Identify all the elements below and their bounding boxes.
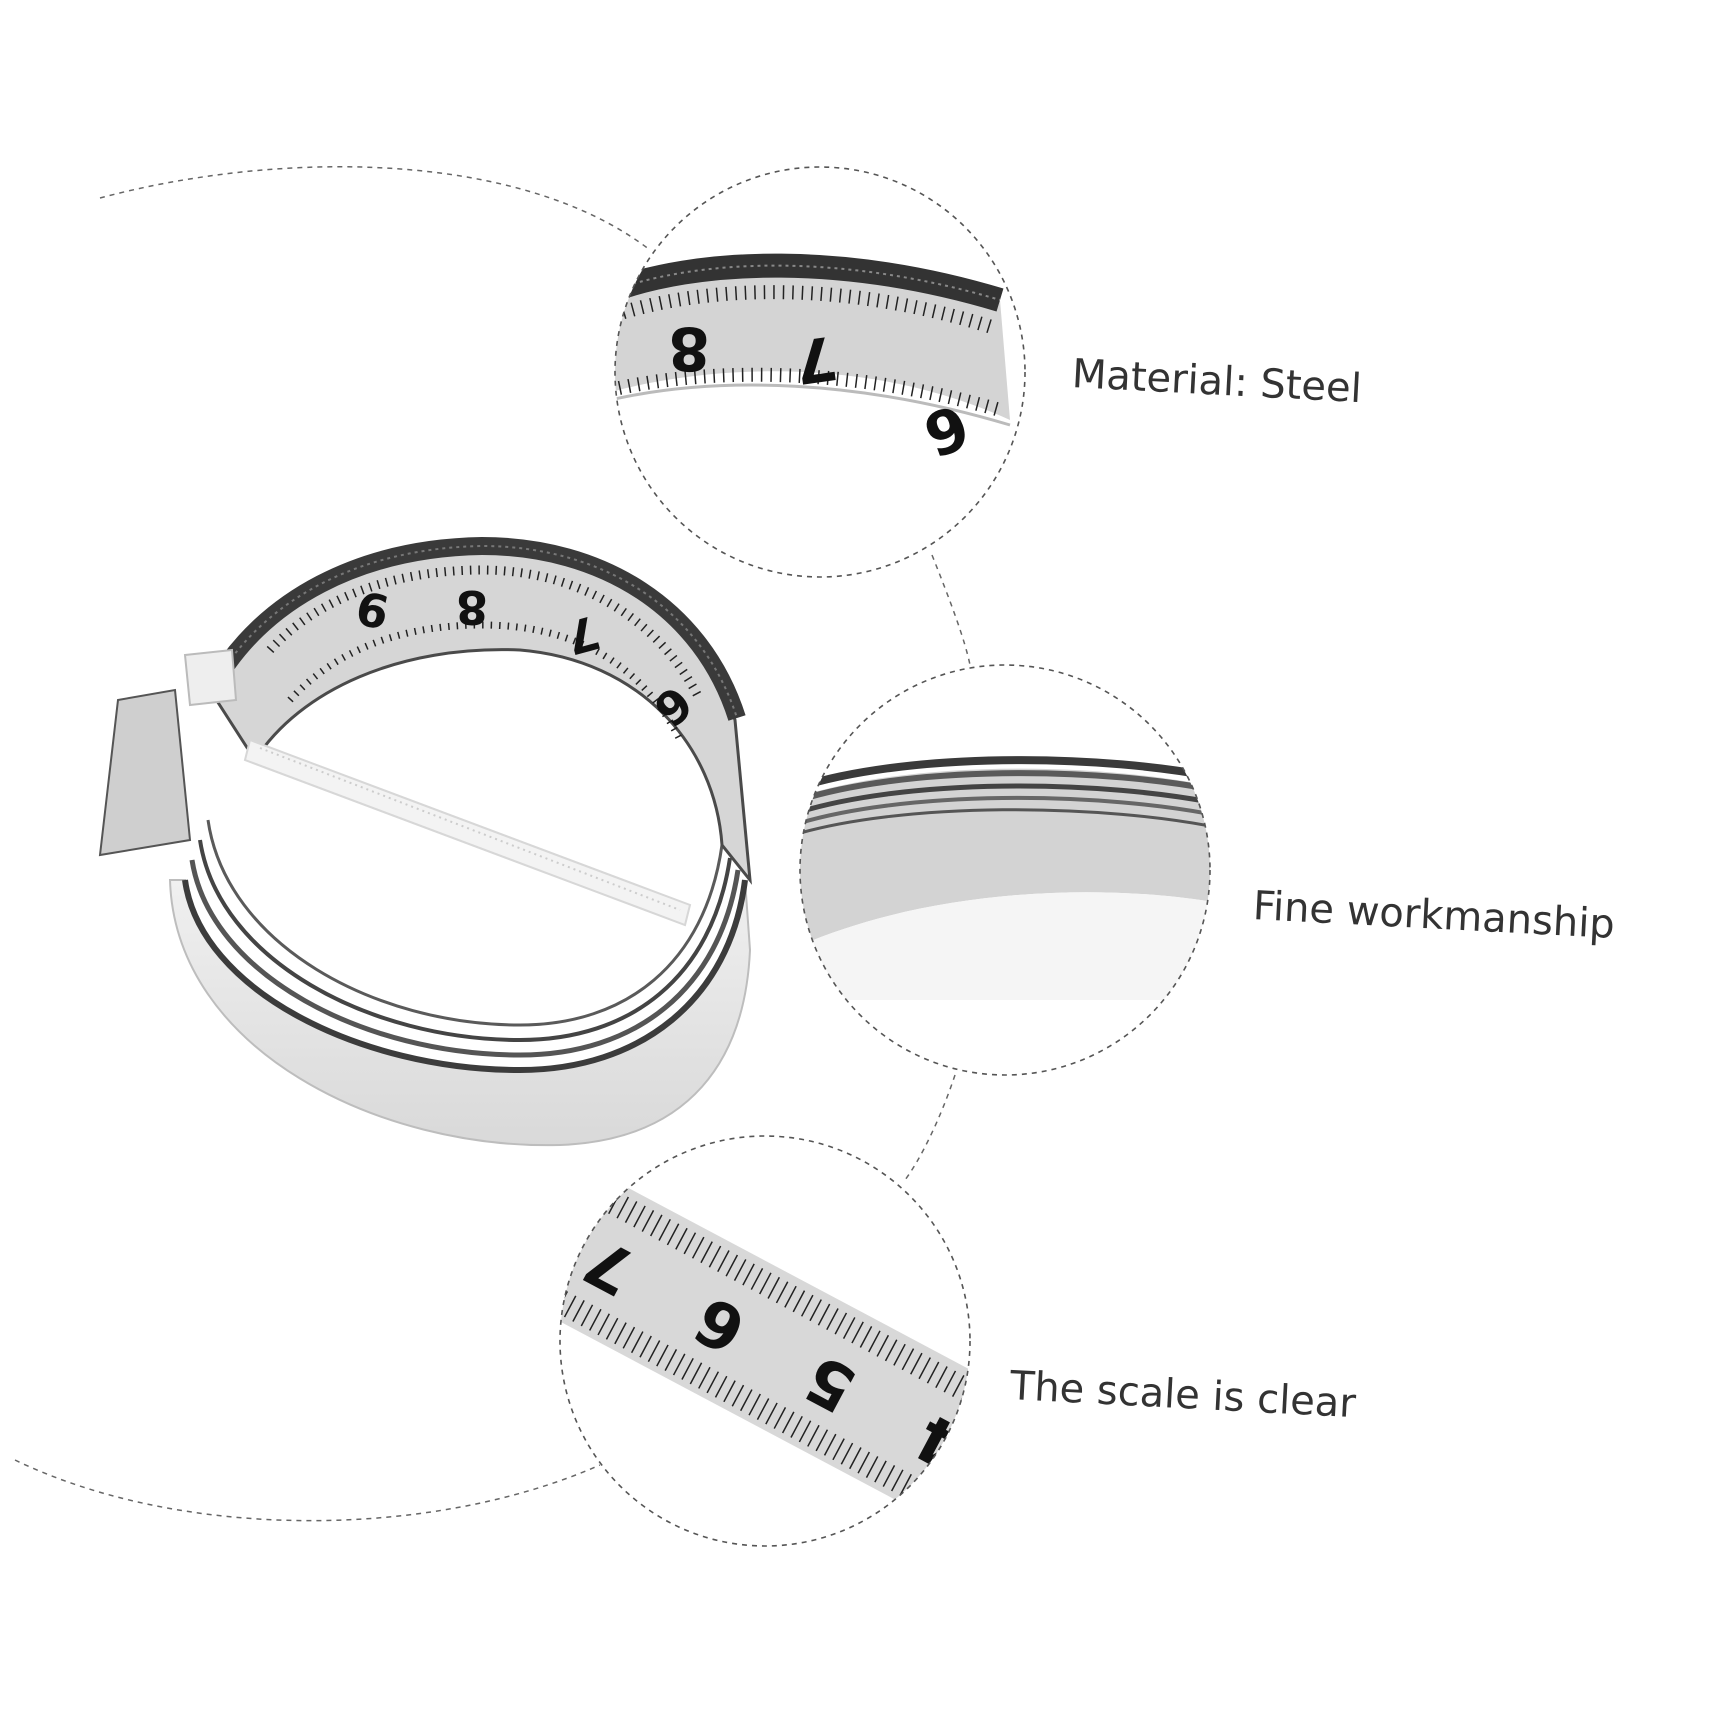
tape-measure-coil: 9 8 7 6 [98, 536, 752, 1147]
coil-number-8: 8 [456, 580, 488, 634]
dashed-connector-1 [931, 554, 971, 666]
dashed-connector-2 [904, 1074, 956, 1181]
detail-circle-middle [799, 664, 1211, 1076]
detail-top-number-8: 8 [668, 313, 710, 383]
detail-circle-bottom: 7 6 5 4 [559, 1135, 971, 1547]
detail-top-number-7: 7 [790, 321, 841, 396]
dashed-arc-top [99, 166, 651, 251]
detail-circle-top: 8 7 6 [614, 166, 1026, 578]
dashed-arc-bottom [14, 1459, 601, 1522]
